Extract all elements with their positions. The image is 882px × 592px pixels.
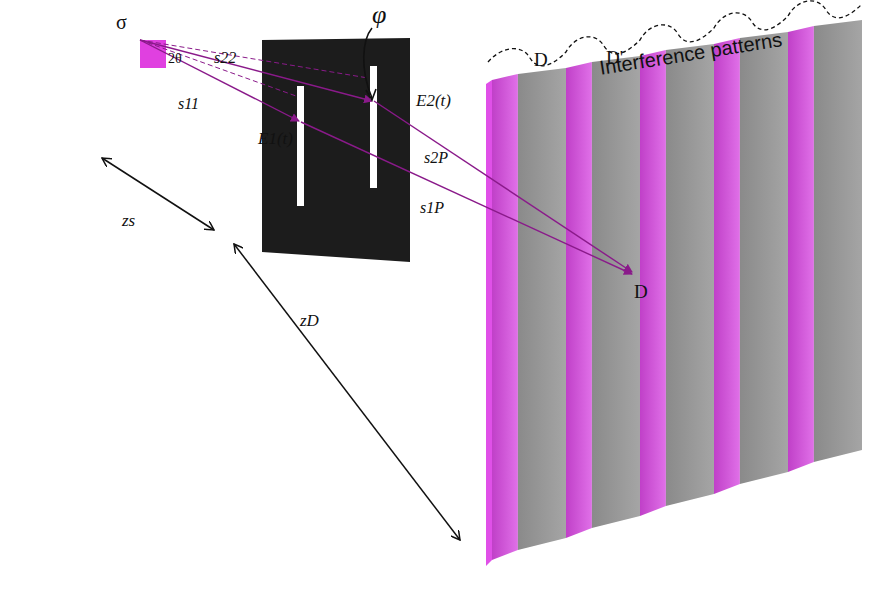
symbol-label: D — [534, 50, 548, 69]
screen — [486, 20, 862, 566]
symbol-label: 2θ — [168, 52, 182, 66]
symbol-label: E1(t) — [258, 130, 293, 147]
slit — [297, 86, 304, 206]
screen-edge — [486, 80, 492, 566]
screen-fold — [666, 44, 714, 506]
slit-plate — [262, 38, 410, 262]
symbol-label: s1P — [420, 200, 444, 216]
dimension-arrow — [234, 244, 460, 540]
symbol-label: s11 — [178, 96, 199, 112]
arrow-head — [366, 89, 376, 100]
rays — [140, 40, 632, 274]
slit — [370, 66, 377, 188]
symbol-label: E2(t) — [416, 92, 451, 109]
source-square — [140, 40, 166, 68]
screen-fold — [492, 74, 518, 560]
screen-fold — [740, 32, 788, 484]
symbol-label: zD — [300, 312, 319, 329]
screen-fold — [714, 38, 740, 494]
symbol-label: s2P — [424, 150, 448, 166]
leader-line — [364, 28, 372, 98]
screen-fold — [518, 68, 566, 550]
screen-fold — [814, 20, 862, 462]
screen-fold — [592, 56, 640, 528]
dimension-arrow — [102, 158, 214, 230]
screen-fold — [788, 26, 814, 472]
symbol-label: φ — [372, 2, 386, 28]
symbol-label: zs — [122, 212, 135, 229]
screen-fold — [566, 62, 592, 538]
symbol-label: s22 — [214, 50, 236, 66]
symbol-label: σ — [116, 12, 127, 32]
symbol-label: D — [634, 282, 648, 301]
